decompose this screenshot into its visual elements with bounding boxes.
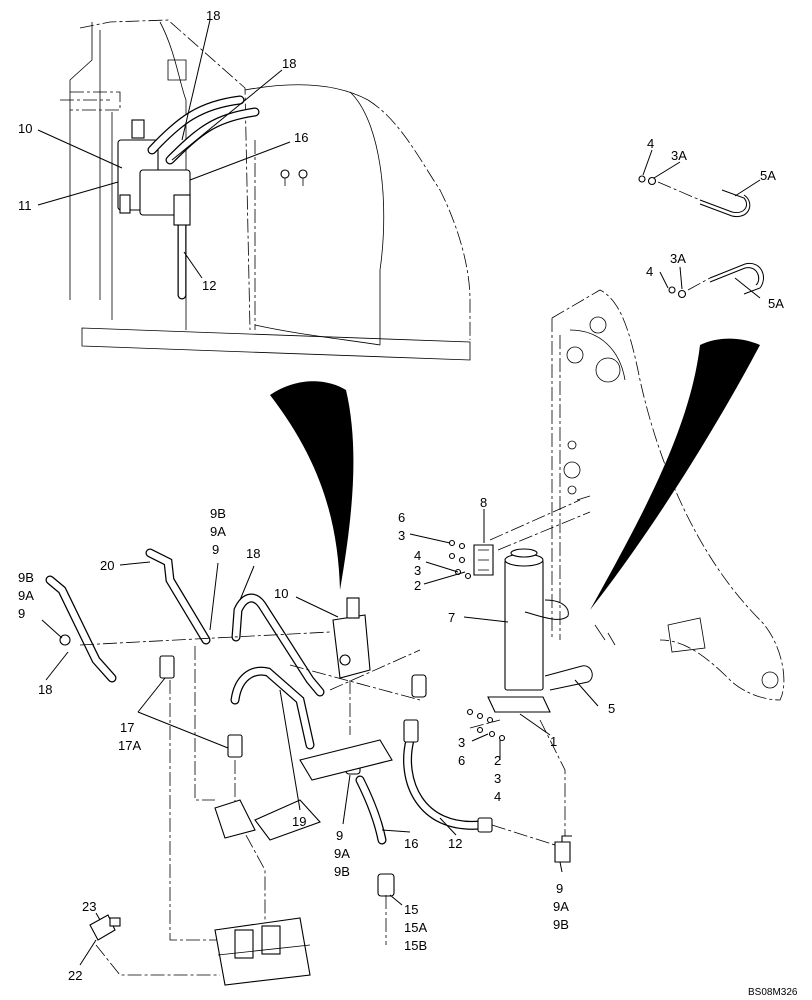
callout-9a: 9A bbox=[210, 524, 226, 539]
callout-9: 9 bbox=[18, 606, 25, 621]
cylinder-assembly bbox=[469, 495, 593, 840]
callout-17a: 17A bbox=[118, 738, 141, 753]
callout-9: 9 bbox=[336, 828, 343, 843]
callout-22: 22 bbox=[68, 968, 82, 983]
callout-15: 15 bbox=[404, 902, 418, 917]
callout-17: 17 bbox=[120, 720, 134, 735]
tube-18-center bbox=[231, 593, 325, 697]
callout-7: 7 bbox=[448, 610, 455, 625]
callout-4: 4 bbox=[414, 548, 421, 563]
tube-20 bbox=[145, 548, 211, 645]
elbow-9-right bbox=[554, 835, 572, 863]
callout-9: 9 bbox=[556, 881, 563, 896]
control-valve bbox=[214, 917, 311, 986]
callout-5: 5 bbox=[608, 701, 615, 716]
transition-arrow-right bbox=[590, 338, 760, 610]
callout-16: 16 bbox=[294, 130, 308, 145]
callout-4: 4 bbox=[646, 264, 653, 279]
callout-9b: 9B bbox=[18, 570, 34, 585]
callout-15a: 15A bbox=[404, 920, 427, 935]
callout-3a: 3A bbox=[671, 148, 687, 163]
callout-3a: 3A bbox=[670, 251, 686, 266]
callout-20: 20 bbox=[100, 558, 114, 573]
callout-1: 1 bbox=[550, 734, 557, 749]
callout-9a: 9A bbox=[18, 588, 34, 603]
callout-labels: 18 18 10 16 11 12 4 3A 5A 3A 4 5A 8 6 3 … bbox=[18, 8, 798, 998]
callout-9a: 9A bbox=[334, 846, 350, 861]
callout-4: 4 bbox=[647, 136, 654, 151]
callout-18: 18 bbox=[246, 546, 260, 561]
callout-23: 23 bbox=[82, 899, 96, 914]
hardware-upper bbox=[448, 539, 472, 580]
callout-4: 4 bbox=[494, 789, 501, 804]
callout-2: 2 bbox=[494, 753, 501, 768]
callout-10: 10 bbox=[18, 121, 32, 136]
inset-machine-frame bbox=[60, 19, 471, 361]
callout-9: 9 bbox=[212, 542, 219, 557]
hardware-lower bbox=[466, 708, 506, 742]
callout-3: 3 bbox=[494, 771, 501, 786]
drawing-id: BS08M326 bbox=[748, 987, 798, 998]
callout-2: 2 bbox=[414, 578, 421, 593]
callout-10: 10 bbox=[274, 586, 288, 601]
callout-6: 6 bbox=[458, 753, 465, 768]
tube-18-left bbox=[45, 575, 117, 683]
leader-lines bbox=[37, 19, 761, 966]
callout-18: 18 bbox=[206, 8, 220, 23]
callout-18: 18 bbox=[38, 682, 52, 697]
u-bolt-5a-lower bbox=[668, 262, 764, 299]
loader-arm bbox=[551, 289, 785, 701]
callout-3: 3 bbox=[414, 563, 421, 578]
callout-5a: 5A bbox=[768, 296, 784, 311]
callout-3: 3 bbox=[398, 528, 405, 543]
callout-8: 8 bbox=[480, 495, 487, 510]
u-bolt-5a-upper bbox=[638, 175, 751, 218]
callout-12: 12 bbox=[202, 278, 216, 293]
callout-5a: 5A bbox=[760, 168, 776, 183]
valve-10 bbox=[332, 597, 371, 679]
callout-12: 12 bbox=[448, 836, 462, 851]
tee-fittings-17 bbox=[159, 655, 243, 758]
callout-15b: 15B bbox=[404, 938, 427, 953]
tube-19 bbox=[230, 666, 315, 750]
routing-lines bbox=[79, 631, 556, 976]
callout-9a: 9A bbox=[553, 899, 569, 914]
fitting-22-23 bbox=[89, 914, 121, 941]
hose-16 bbox=[345, 751, 395, 897]
callout-9b: 9B bbox=[553, 917, 569, 932]
callout-19: 19 bbox=[292, 814, 306, 829]
callout-9b: 9B bbox=[210, 506, 226, 521]
callout-9b: 9B bbox=[334, 864, 350, 879]
inset-valve-assembly bbox=[117, 95, 260, 300]
hose-12 bbox=[403, 674, 493, 833]
transition-arrow-left bbox=[270, 381, 354, 590]
callout-18: 18 bbox=[282, 56, 296, 71]
callout-6: 6 bbox=[398, 510, 405, 525]
manifold-block bbox=[214, 739, 393, 841]
callout-16: 16 bbox=[404, 836, 418, 851]
callout-11: 11 bbox=[18, 198, 32, 213]
callout-3: 3 bbox=[458, 735, 465, 750]
